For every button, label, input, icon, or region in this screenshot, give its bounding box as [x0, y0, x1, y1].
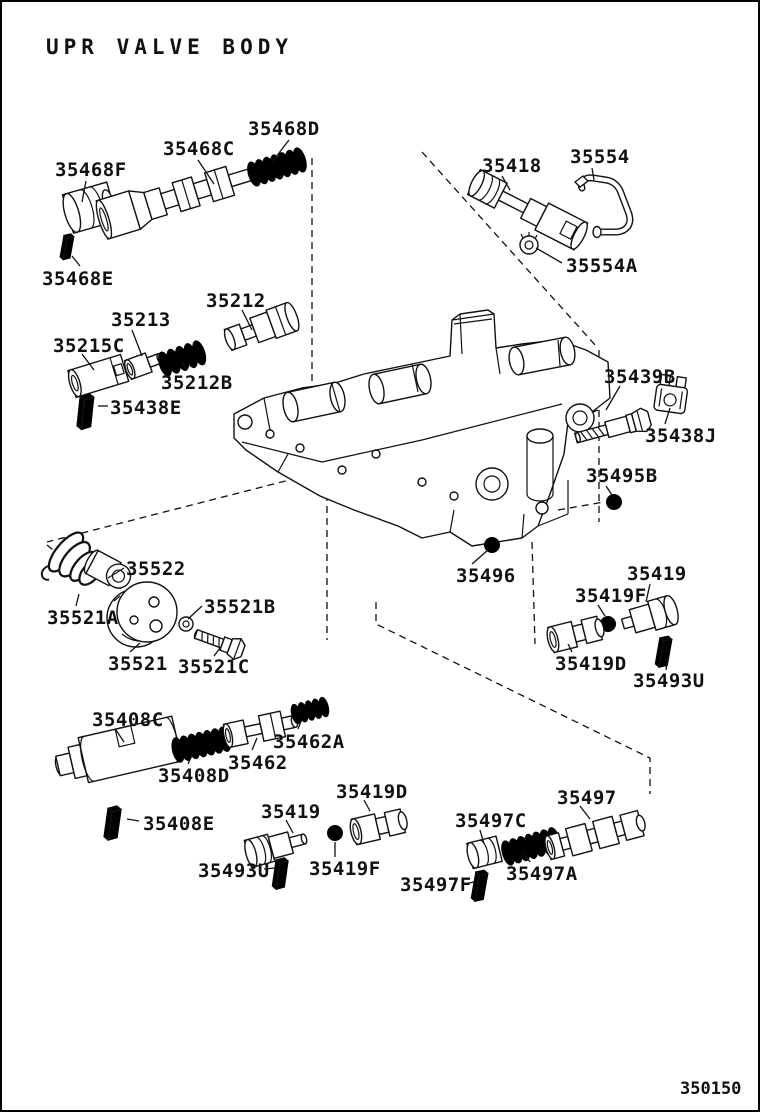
- part-label-35521b: 35521B: [204, 596, 276, 618]
- part-label-35419d-lower: 35419D: [336, 781, 408, 803]
- part-35418-valve: [466, 168, 589, 251]
- part-35497f-pin: [469, 867, 490, 905]
- part-35419d-upper-valve: [546, 615, 605, 654]
- part-35462a-spring: [288, 695, 332, 726]
- part-label-35497c: 35497C: [455, 810, 527, 832]
- part-label-35419-lower: 35419: [261, 801, 321, 823]
- part-35521-cover: [106, 581, 178, 648]
- part-35493u-upper-pin: [653, 633, 674, 671]
- part-35215c-sleeve: [67, 353, 130, 399]
- part-label-35419d-upper: 35419D: [555, 653, 627, 675]
- part-label-35418: 35418: [482, 155, 542, 177]
- part-label-35522: 35522: [126, 558, 186, 580]
- part-label-35495b: 35495B: [586, 465, 658, 487]
- part-label-35408c: 35408C: [92, 709, 164, 731]
- part-label-35408e: 35408E: [143, 813, 215, 835]
- part-label-35497a: 35497A: [506, 863, 578, 885]
- page-title: UPR VALVE BODY: [46, 35, 294, 59]
- part-35419-upper-valve: [620, 595, 679, 634]
- part-label-35439b: 35439B: [604, 366, 676, 388]
- part-35521b-washer: [178, 616, 194, 632]
- part-label-35521: 35521: [108, 653, 168, 675]
- part-label-35212: 35212: [206, 290, 266, 312]
- part-35495b-ball: [606, 494, 622, 510]
- part-label-35212b: 35212B: [161, 372, 233, 394]
- part-label-35419f-lower: 35419F: [309, 858, 381, 880]
- part-label-35468f: 35468F: [55, 159, 127, 181]
- part-35419d-lower-valve: [349, 808, 408, 846]
- part-label-35213: 35213: [111, 309, 171, 331]
- part-35438e-pin: [75, 391, 96, 432]
- part-35468d-spring: [244, 145, 310, 189]
- part-label-35438e: 35438E: [110, 397, 182, 419]
- part-label-35419f-upper: 35419F: [575, 585, 647, 607]
- part-label-35521a: 35521A: [47, 607, 119, 629]
- part-label-35419-upper: 35419: [627, 563, 687, 585]
- part-label-35408d: 35408D: [158, 765, 230, 787]
- part-35554-rod: [573, 174, 634, 239]
- part-35439b-bolt: [574, 407, 652, 444]
- part-35212-valve: [223, 301, 300, 352]
- part-35497-valve: [544, 809, 646, 861]
- part-35554a-clip: [519, 232, 539, 255]
- part-label-35462: 35462: [228, 752, 288, 774]
- part-35419-lower-valve: [243, 831, 308, 869]
- diagram-number: 350150: [680, 1079, 742, 1099]
- part-label-35468e: 35468E: [42, 268, 114, 290]
- part-35497c-plug: [466, 835, 503, 870]
- part-label-35493u-lower: 35493U: [198, 860, 270, 882]
- part-label-35468d: 35468D: [248, 118, 320, 140]
- part-label-35438j: 35438J: [645, 425, 717, 447]
- part-label-35521c: 35521C: [178, 656, 250, 678]
- part-35462-valve: [222, 710, 299, 749]
- part-35408e-pin: [102, 803, 123, 843]
- part-label-35462a: 35462A: [273, 731, 345, 753]
- part-label-35215c: 35215C: [53, 335, 125, 357]
- part-label-35497: 35497: [557, 787, 617, 809]
- label-leader-lines: [71, 139, 671, 885]
- part-35522-plug: [83, 549, 132, 589]
- part-35496-ball: [484, 537, 500, 553]
- part-label-35497f: 35497F: [400, 874, 472, 896]
- part-label-35468c: 35468C: [163, 138, 235, 160]
- part-label-35554: 35554: [570, 146, 630, 168]
- valve-body-drawing: [233, 309, 611, 547]
- part-35521c-bolt: [193, 629, 246, 661]
- part-label-35554a: 35554A: [566, 255, 638, 277]
- part-label-35496: 35496: [456, 565, 516, 587]
- part-35438j-clip: [653, 373, 689, 415]
- part-label-35493u-upper: 35493U: [633, 670, 705, 692]
- part-35419f-lower-ball: [327, 825, 343, 841]
